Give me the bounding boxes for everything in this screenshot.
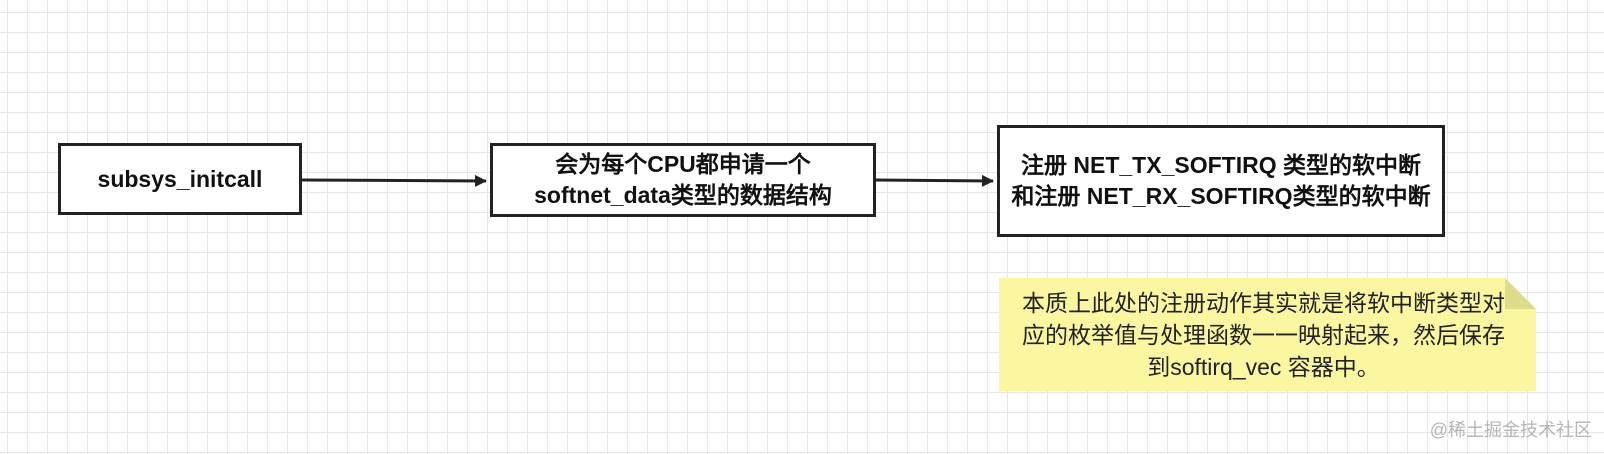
edge-softnet-to-register [875, 174, 994, 187]
sticky-note-shape [999, 278, 1536, 391]
watermark: @稀土掘金技术社区 [1429, 420, 1592, 440]
sticky-note-text: 本质上此处的注册动作其实就是将软中断类型对应的枚举值与处理函数一一映射起来，然后… [1022, 289, 1505, 380]
node-softnet-data-label: 会为每个CPU都申请一个softnet_data类型的数据结构 [534, 151, 832, 208]
node-register-softirq-label: 注册 NET_TX_SOFTIRQ 类型的软中断 和注册 NET_RX_SOFT… [1011, 152, 1431, 209]
edge-initcall-to-softnet [301, 174, 487, 187]
sticky-note[interactable]: 本质上此处的注册动作其实就是将软中断类型对应的枚举值与处理函数一一映射起来，然后… [999, 278, 1536, 391]
node-softnet-data[interactable]: 会为每个CPU都申请一个softnet_data类型的数据结构 [490, 143, 876, 217]
node-register-softirq[interactable]: 注册 NET_TX_SOFTIRQ 类型的软中断 和注册 NET_RX_SOFT… [997, 125, 1445, 237]
node-subsys-initcall-label: subsys_initcall [97, 165, 263, 192]
node-subsys-initcall[interactable]: subsys_initcall [58, 143, 302, 215]
